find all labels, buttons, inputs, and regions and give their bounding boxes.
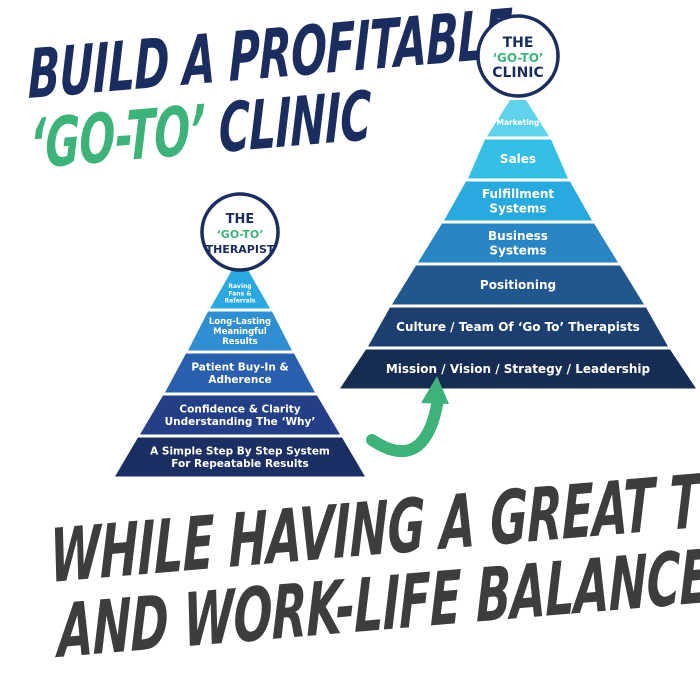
badge-text: THERAPIST (206, 243, 275, 256)
pyramid-tier-label: Systems (489, 243, 546, 257)
pyramid-tier-label: Marketing (497, 118, 540, 127)
pyramid-tier (368, 307, 668, 347)
clinic-pyramid: MarketingSalesFulfillmentSystemsBusiness… (340, 14, 696, 389)
pyramid-tier-label: For Repeatable Results (171, 458, 309, 470)
pyramid-tier-label: Understanding The ‘Why’ (165, 416, 316, 428)
pyramid-tier (165, 353, 315, 393)
pyramid-tier (392, 265, 644, 305)
pyramid-tier (140, 395, 340, 435)
pyramid-tier (487, 100, 549, 137)
pyramid-tier-label: Fans & (229, 290, 252, 297)
pyramid-tier-label: Mission / Vision / Strategy / Leadership (386, 362, 651, 376)
pyramid-tier (210, 270, 270, 309)
badge-text: ‘GO-TO’ (217, 228, 264, 241)
badge-text: ‘GO-TO’ (493, 51, 544, 65)
pyramid-tier-label: Results (222, 337, 257, 347)
pyramid-tier-label: Positioning (480, 278, 556, 292)
pyramid-tier-label: Meaningful (213, 327, 267, 337)
pyramid-tier-label: Sales (500, 152, 536, 166)
pyramid-tier-label: Long-Lasting (209, 317, 271, 327)
badge-text: THE (226, 212, 255, 227)
pyramid-tier (468, 139, 568, 179)
pyramid-tier-label: Patient Buy-In & (191, 361, 288, 373)
pyramid-tier (444, 181, 592, 221)
curved-arrow-icon (366, 376, 449, 457)
pyramid-tier-label: Adherence (208, 374, 271, 386)
pyramid-tier (188, 311, 292, 351)
pyramid-tier-label: Confidence & Clarity (179, 403, 300, 415)
badge-circle (200, 192, 280, 272)
badge-text: CLINIC (492, 65, 544, 81)
pyramid-tier-label: A Simple Step By Step System (150, 445, 330, 457)
pyramid-tier-label: Business (488, 229, 548, 243)
badge-text: THE (503, 35, 534, 51)
pyramid-tier-label: Systems (489, 201, 546, 215)
pyramid-tier (115, 437, 365, 477)
pyramid-tier (418, 223, 618, 263)
badge-circle (476, 14, 560, 98)
pyramid-tier-label: Raving (228, 283, 251, 290)
pyramid-tier-label: Fulfillment (482, 187, 555, 201)
pyramid-tier-label: Referrals (225, 298, 256, 305)
pyramid-tier (340, 349, 696, 389)
pyramid-tier-label: Culture / Team Of ‘Go To’ Therapists (396, 320, 640, 334)
